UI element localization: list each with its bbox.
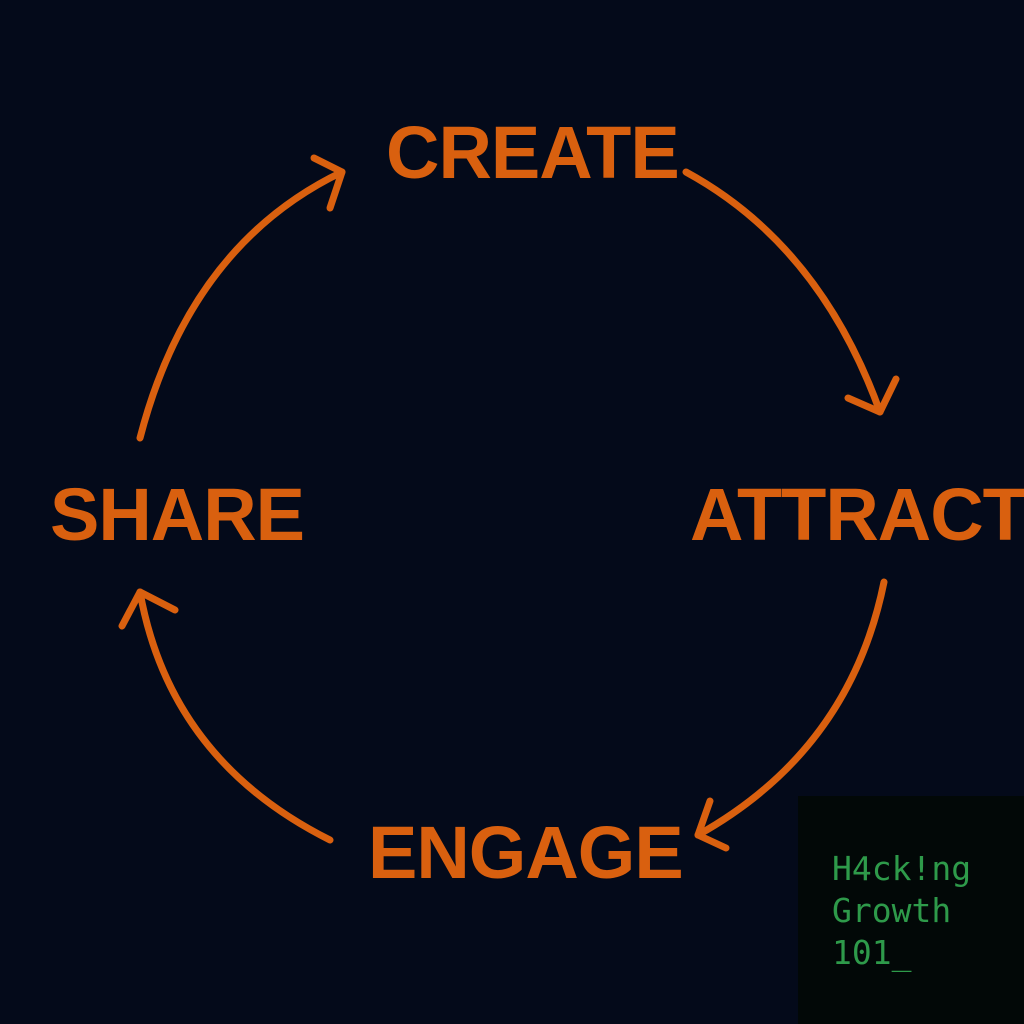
brand-line-1: H4ck!ng — [832, 849, 972, 888]
stage-label-share: SHARE — [50, 473, 305, 556]
arrow-share-to-create — [136, 154, 346, 442]
arrow-create-to-attract — [682, 168, 900, 416]
arrow-attract-to-engage — [694, 578, 888, 852]
brand-line-2: Growth — [832, 891, 952, 930]
stage-label-engage: ENGAGE — [368, 811, 684, 894]
brand-logo-box: H4ck!ng Growth 101_ — [798, 796, 1024, 1024]
brand-line-3: 101_ — [832, 933, 912, 972]
arrow-engage-to-share — [118, 588, 334, 844]
stage-label-attract: ATTRACT — [690, 473, 1024, 556]
stage-label-create: CREATE — [386, 111, 680, 194]
